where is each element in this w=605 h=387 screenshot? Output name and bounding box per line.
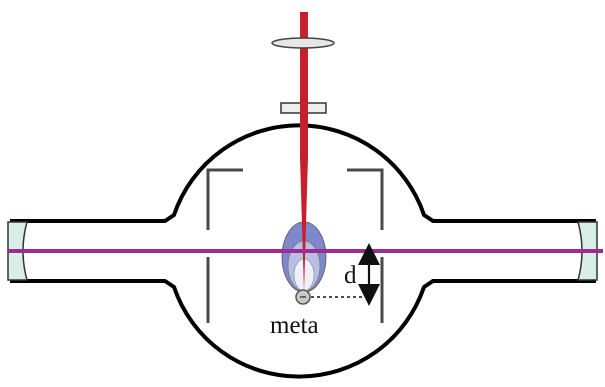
- target-label: meta: [270, 312, 319, 339]
- horizontal-laser: [8, 249, 603, 253]
- chamber-wall-lower: [10, 279, 596, 379]
- vertical-laser-upper: [300, 12, 308, 157]
- electrode-right-upper: [347, 168, 384, 230]
- vertical-laser-lower: [300, 157, 308, 292]
- electrode-left-upper: [206, 168, 243, 230]
- lens-icon: [271, 37, 335, 49]
- chamber-wall-outer: [10, 123, 596, 223]
- distance-label: d: [344, 262, 357, 289]
